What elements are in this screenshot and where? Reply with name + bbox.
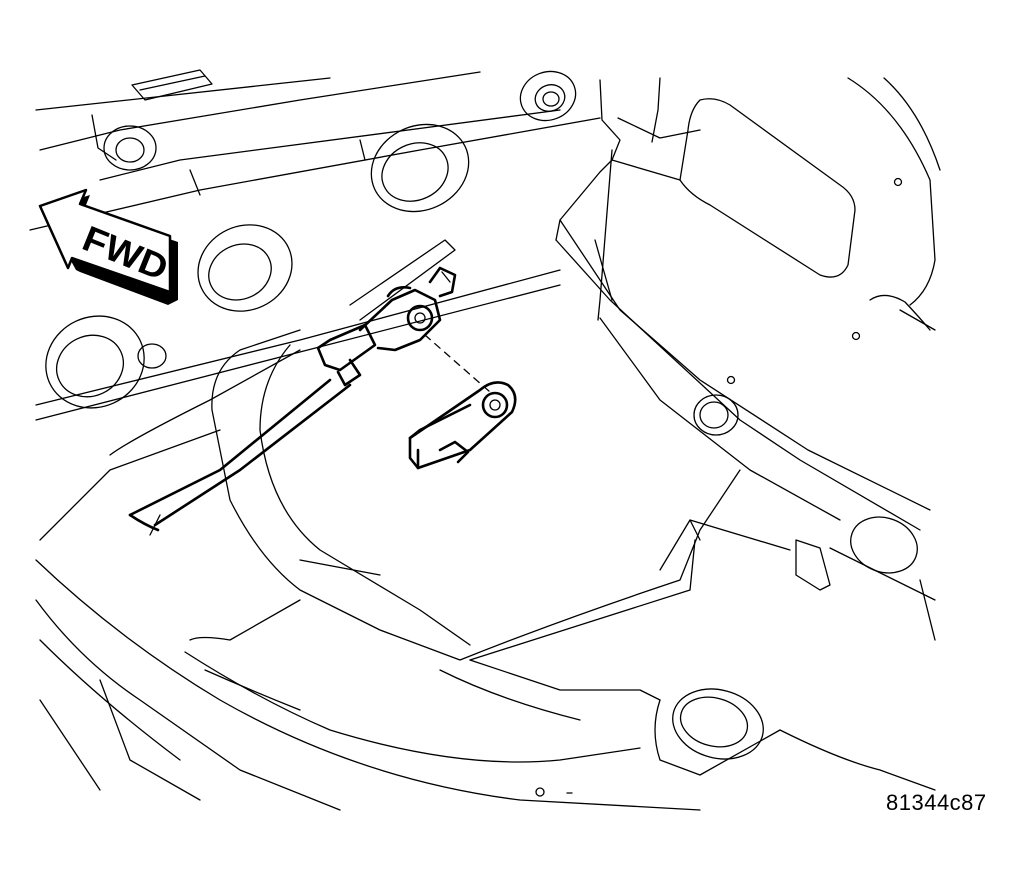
tire-well — [109, 329, 791, 661]
floor-plug-mid-left — [197, 224, 293, 312]
rail-mount-hole — [693, 394, 739, 436]
frame-rail-right — [555, 77, 931, 531]
upper-right-pad — [679, 77, 941, 385]
upper-vent — [131, 69, 213, 101]
fwd-direction-arrow: FWD — [38, 188, 178, 305]
drain-plug-lower — [672, 688, 764, 760]
floor-plug-lower-left — [45, 315, 167, 409]
floor-plug-center — [370, 123, 470, 213]
floor-plug-top-right — [519, 70, 577, 122]
sensor-module — [408, 381, 517, 470]
sensor-cable — [128, 378, 352, 536]
figure-id-label: 81344c87 — [886, 790, 987, 815]
sensor-bracket-installed — [316, 239, 457, 387]
lower-floor-contours — [35, 559, 936, 811]
lower-right-oval — [795, 516, 936, 641]
install-guide-line — [424, 334, 491, 393]
floor-plug-upper-left — [91, 114, 157, 171]
floor-pan-outline — [29, 71, 601, 541]
